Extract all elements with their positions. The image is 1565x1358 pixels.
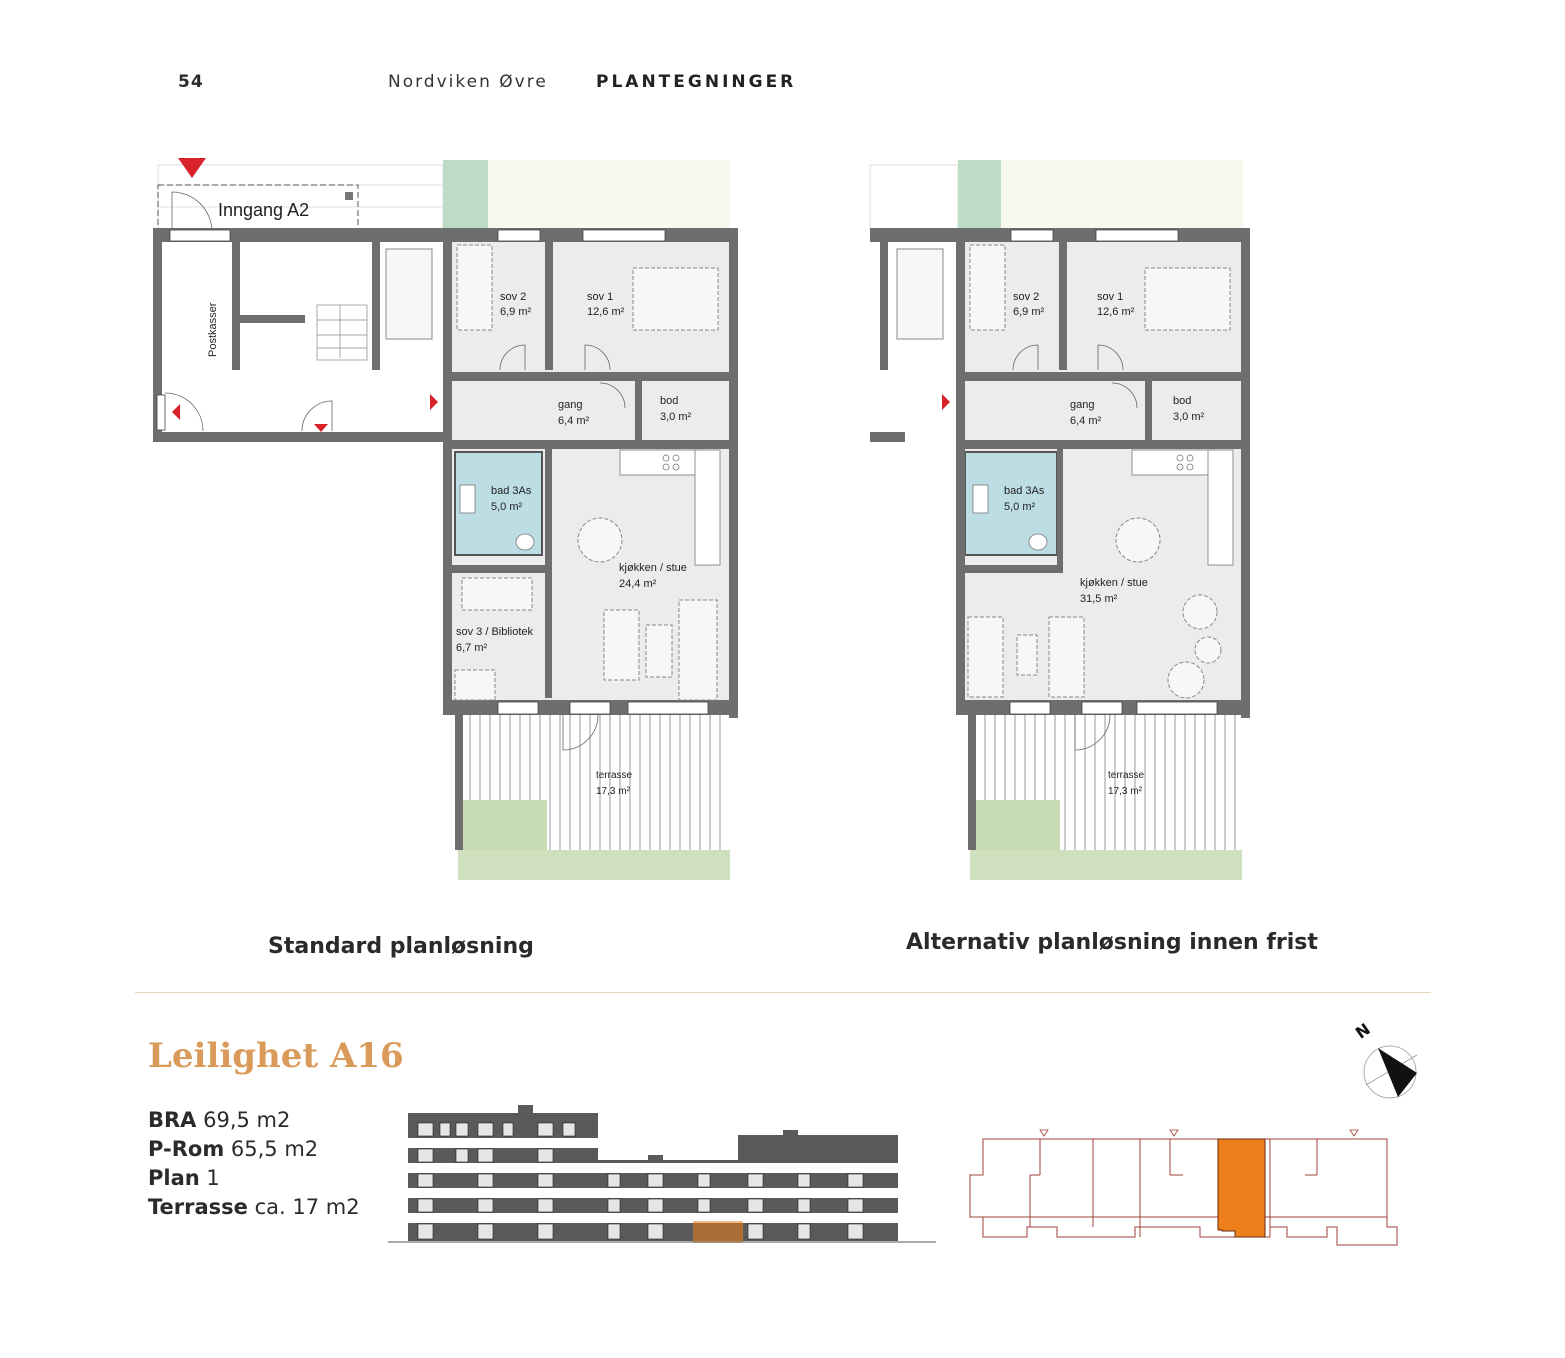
svg-text:kjøkken / stue: kjøkken / stue <box>1080 577 1148 589</box>
svg-text:gang: gang <box>1070 399 1094 411</box>
svg-text:bad 3As: bad 3As <box>1004 485 1045 497</box>
svg-text:kjøkken / stue: kjøkken / stue <box>619 562 687 574</box>
spec-terrasse: Terrasse ca. 17 m2 <box>148 1195 360 1219</box>
entrance-marker-icon <box>178 158 206 178</box>
apartment-highlight <box>693 1221 743 1243</box>
svg-text:3,0 m²: 3,0 m² <box>660 411 692 423</box>
svg-text:12,6 m²: 12,6 m² <box>587 306 625 318</box>
svg-text:sov 2: sov 2 <box>500 291 526 303</box>
standard-plan-caption: Standard planløsning <box>268 934 534 959</box>
page-number: 54 <box>178 72 204 92</box>
svg-text:17,3 m²: 17,3 m² <box>596 786 631 797</box>
svg-text:bod: bod <box>660 395 678 407</box>
svg-text:6,9 m²: 6,9 m² <box>1013 306 1045 318</box>
north-compass-icon: N <box>1352 1019 1418 1099</box>
svg-text:5,0 m²: 5,0 m² <box>491 501 523 513</box>
apartment-specs: BRA 69,5 m2 P-Rom 65,5 m2 Plan 1 Terrass… <box>148 1106 360 1222</box>
svg-text:gang: gang <box>558 399 582 411</box>
svg-text:sov 1: sov 1 <box>587 291 613 303</box>
svg-text:5,0 m²: 5,0 m² <box>1004 501 1036 513</box>
svg-text:terrasse: terrasse <box>596 770 633 781</box>
section-divider <box>135 992 1431 993</box>
svg-text:bad 3As: bad 3As <box>491 485 532 497</box>
svg-text:sov 1: sov 1 <box>1097 291 1123 303</box>
svg-text:terrasse: terrasse <box>1108 770 1145 781</box>
building-elevation <box>388 1105 936 1243</box>
svg-text:6,4 m²: 6,4 m² <box>558 415 590 427</box>
svg-text:3,0 m²: 3,0 m² <box>1173 411 1205 423</box>
alternative-plan-caption: Alternativ planløsning innen frist <box>906 930 1318 955</box>
spec-bra: BRA 69,5 m2 <box>148 1108 291 1132</box>
section-title: PLANTEGNINGER <box>596 72 797 92</box>
svg-text:sov 2: sov 2 <box>1013 291 1039 303</box>
spec-plan: Plan 1 <box>148 1166 220 1190</box>
mailbox-label: Postkasser <box>207 302 219 357</box>
entrance-label: Inngang A2 <box>218 200 309 220</box>
svg-text:24,4 m²: 24,4 m² <box>619 578 657 590</box>
svg-text:31,5 m²: 31,5 m² <box>1080 593 1118 605</box>
project-name: Nordviken Øvre <box>388 72 548 92</box>
apartment-location-highlight <box>1217 1138 1266 1238</box>
svg-text:6,4 m²: 6,4 m² <box>1070 415 1102 427</box>
svg-text:6,9 m²: 6,9 m² <box>500 306 532 318</box>
svg-text:bod: bod <box>1173 395 1191 407</box>
apartment-title: Leilighet A16 <box>148 1036 404 1076</box>
svg-text:sov 3 / Bibliotek: sov 3 / Bibliotek <box>456 626 534 638</box>
svg-text:N: N <box>1352 1019 1374 1042</box>
svg-text:6,7 m²: 6,7 m² <box>456 642 488 654</box>
svg-text:12,6 m²: 12,6 m² <box>1097 306 1135 318</box>
site-plan-key <box>969 1129 1398 1246</box>
standard-floor-plan: Inngang A2 Postkasser sov 2 6,9 m² sov 1… <box>153 158 738 880</box>
alternative-floor-plan: sov 2 6,9 m² sov 1 12,6 m² gang 6,4 m² b… <box>869 160 1250 880</box>
svg-text:17,3 m²: 17,3 m² <box>1108 786 1143 797</box>
spec-prom: P-Rom 65,5 m2 <box>148 1137 319 1161</box>
